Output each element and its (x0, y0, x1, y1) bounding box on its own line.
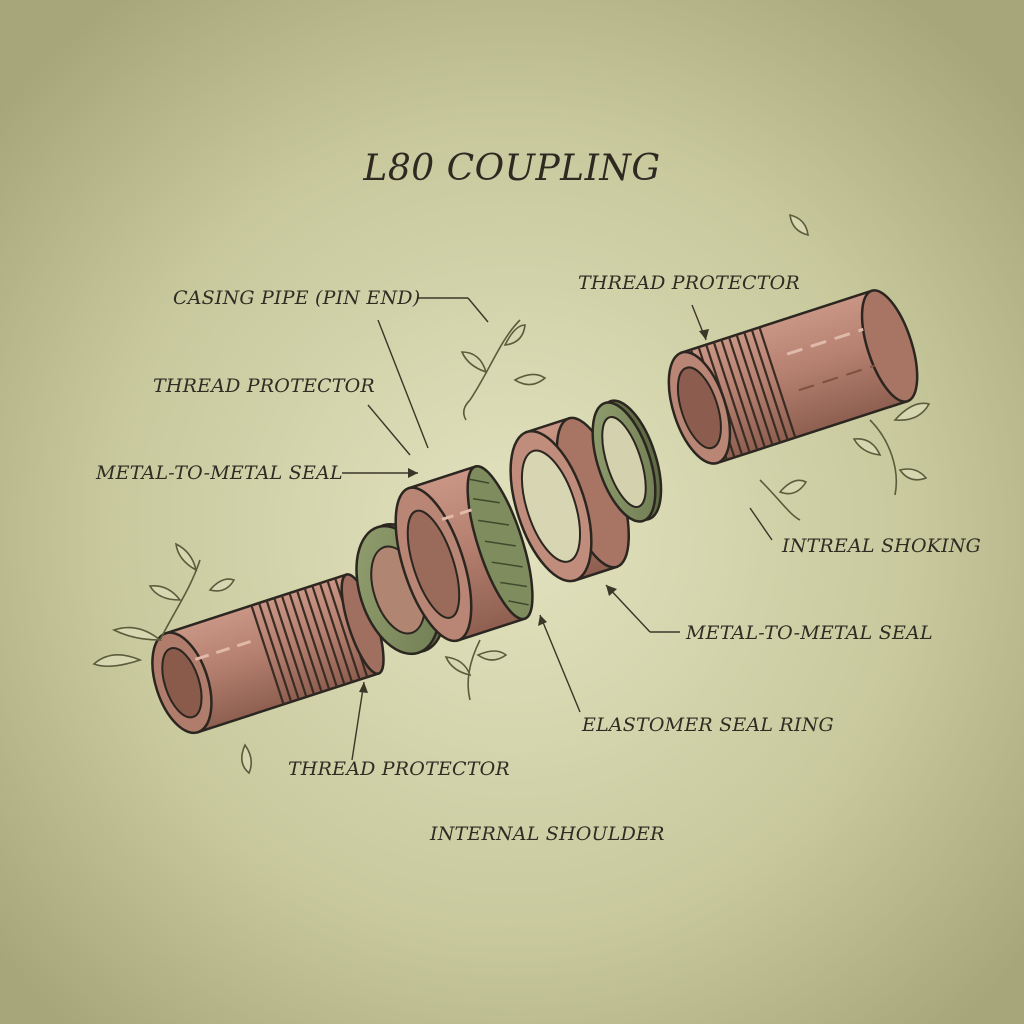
label-thread-protector-top-left: THREAD PROTECTOR (153, 375, 375, 397)
leader-lines (342, 297, 773, 761)
leader-casing-pipe-down (377, 319, 429, 449)
leader-elastomer-seal (539, 614, 581, 713)
label-casing-pipe-pin-end: CASING PIPE (PIN END) (173, 287, 421, 309)
elastomer-ring-right (591, 399, 663, 523)
casing-pipe-right (667, 289, 919, 465)
decorative-vines (92, 213, 931, 775)
label-internal-shoulder: INTERNAL SHOULDER (430, 823, 665, 845)
casing-pipe-left (151, 572, 385, 735)
label-elastomer-seal-ring: ELASTOMER SEAL RING (582, 714, 834, 736)
label-intreal-shoking: INTREAL SHOKING (782, 535, 982, 557)
leader-thread-protector-bottom (351, 681, 365, 761)
metal-seal-ring (509, 416, 630, 583)
label-thread-protector-bottom: THREAD PROTECTOR (288, 758, 510, 780)
leader-intreal-shoking (749, 507, 773, 541)
label-metal-to-metal-seal-right: METAL-TO-METAL SEAL (686, 622, 933, 644)
label-thread-protector-top-right: THREAD PROTECTOR (578, 272, 800, 294)
leader-thread-protector-left (367, 404, 411, 456)
diagram-title: L80 COUPLING (363, 148, 661, 189)
label-metal-to-metal-seal-left: METAL-TO-METAL SEAL (96, 462, 343, 484)
